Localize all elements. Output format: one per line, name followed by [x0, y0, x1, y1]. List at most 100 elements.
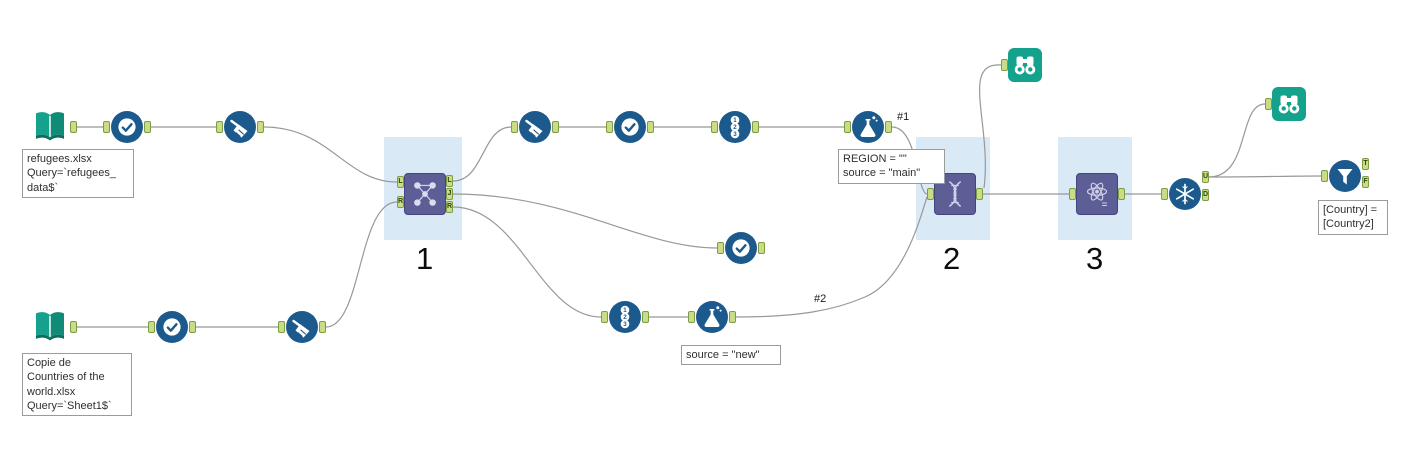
- data-cleansing-tool-1[interactable]: [223, 110, 257, 149]
- output-anchor[interactable]: [319, 321, 326, 333]
- filter-input-anchor[interactable]: [1321, 170, 1328, 182]
- check-icon: [725, 232, 757, 264]
- input-data-tool-countries[interactable]: [30, 306, 70, 346]
- binoculars-icon: [1278, 95, 1300, 114]
- broom-icon: [519, 111, 551, 143]
- input-anchor[interactable]: [216, 121, 223, 133]
- join-tool[interactable]: [404, 173, 446, 215]
- wire-label-2: #2: [814, 293, 827, 305]
- join-right-output-anchor[interactable]: R: [446, 201, 453, 213]
- wire: [452, 206, 602, 318]
- filter-true-output-anchor[interactable]: T: [1362, 158, 1369, 170]
- select-tool-middle[interactable]: [724, 231, 758, 270]
- unique-tool[interactable]: [1168, 177, 1202, 216]
- output-anchor[interactable]: [729, 311, 736, 323]
- svg-text:=: =: [1102, 199, 1108, 210]
- browse-tool-1[interactable]: [1008, 48, 1042, 82]
- check-icon: [614, 111, 646, 143]
- input-anchor[interactable]: [511, 121, 518, 133]
- output-anchor[interactable]: [1118, 188, 1125, 200]
- output-anchor[interactable]: [647, 121, 654, 133]
- data-cleansing-tool-2[interactable]: [285, 310, 319, 349]
- output-anchor[interactable]: [752, 121, 759, 133]
- filter-tool[interactable]: [1328, 159, 1362, 198]
- output-anchor[interactable]: [552, 121, 559, 133]
- output-anchor[interactable]: [885, 121, 892, 133]
- wire-label-1: #1: [897, 111, 910, 123]
- input-anchor[interactable]: [148, 321, 155, 333]
- wire: [263, 126, 398, 183]
- union-input-anchor[interactable]: [927, 188, 934, 200]
- wire: [452, 193, 718, 249]
- select-tool-2[interactable]: [155, 310, 189, 349]
- step-label-2[interactable]: 2: [943, 241, 961, 276]
- flask-icon: [696, 301, 728, 333]
- output-anchor[interactable]: [70, 321, 77, 333]
- input-anchor[interactable]: [1069, 188, 1076, 200]
- step-label-3[interactable]: 3: [1086, 241, 1104, 276]
- output-anchor[interactable]: [189, 321, 196, 333]
- input-anchor[interactable]: [606, 121, 613, 133]
- input-anchor[interactable]: [601, 311, 608, 323]
- binoculars-icon: [1014, 56, 1036, 75]
- input-anchor[interactable]: [711, 121, 718, 133]
- atom-icon: =: [1086, 182, 1108, 210]
- formula-tool-new[interactable]: [695, 300, 729, 339]
- join-left-input-anchor[interactable]: L: [397, 176, 404, 188]
- wire: [735, 196, 928, 318]
- join-left-output-anchor[interactable]: L: [446, 175, 453, 187]
- annotation-input-refugees[interactable]: refugees.xlsx Query=`refugees_ data$`: [22, 149, 134, 198]
- dna-icon: [948, 180, 962, 208]
- funnel-icon: [1329, 160, 1361, 192]
- unique-u-output-anchor[interactable]: U: [1202, 171, 1209, 183]
- wire: [1208, 175, 1322, 178]
- book-icon: [36, 312, 64, 341]
- svg-text:1: 1: [733, 117, 737, 124]
- flask-icon: [852, 111, 884, 143]
- select-tool-3[interactable]: [613, 110, 647, 149]
- output-anchor[interactable]: [758, 242, 765, 254]
- input-anchor[interactable]: [103, 121, 110, 133]
- join-right-input-anchor[interactable]: R: [397, 196, 404, 208]
- unique-d-output-anchor[interactable]: D: [1202, 189, 1209, 201]
- wire: [979, 64, 1002, 189]
- svg-text:3: 3: [733, 131, 737, 138]
- broom-icon: [224, 111, 256, 143]
- data-cleansing-tool-3[interactable]: [518, 110, 552, 149]
- annotation-filter[interactable]: [Country] = [Country2]: [1318, 200, 1388, 235]
- output-anchor[interactable]: [144, 121, 151, 133]
- formula-tool-main[interactable]: [851, 110, 885, 149]
- input-anchor[interactable]: [278, 321, 285, 333]
- select-tool-1[interactable]: [110, 110, 144, 149]
- input-anchor[interactable]: [844, 121, 851, 133]
- check-icon: [111, 111, 143, 143]
- input-anchor[interactable]: [688, 311, 695, 323]
- svg-text:2: 2: [733, 124, 737, 131]
- unique-input-anchor[interactable]: [1161, 188, 1168, 200]
- output-anchor[interactable]: [642, 311, 649, 323]
- browse-input-anchor[interactable]: [1001, 59, 1008, 71]
- wire: [325, 201, 398, 328]
- browse-input-anchor[interactable]: [1265, 98, 1272, 110]
- input-anchor[interactable]: [717, 242, 724, 254]
- numbered-circles-icon: 123: [609, 301, 641, 333]
- multi-field-formula-tool[interactable]: =: [1076, 173, 1118, 215]
- book-icon: [36, 112, 64, 141]
- join-join-output-anchor[interactable]: J: [446, 188, 453, 200]
- annotation-formula-main[interactable]: REGION = "" source = "main": [838, 149, 945, 184]
- browse-tool-2[interactable]: [1272, 87, 1306, 121]
- input-data-tool-refugees[interactable]: [30, 106, 70, 146]
- step-label-1[interactable]: 1: [416, 241, 434, 276]
- annotation-formula-new[interactable]: source = "new": [681, 345, 781, 366]
- svg-text:1: 1: [623, 307, 627, 314]
- output-anchor[interactable]: [70, 121, 77, 133]
- annotation-input-countries[interactable]: Copie de Countries of the world.xlsx Que…: [22, 353, 132, 417]
- filter-false-output-anchor[interactable]: F: [1362, 176, 1369, 188]
- output-anchor[interactable]: [257, 121, 264, 133]
- svg-text:3: 3: [623, 321, 627, 328]
- union-output-anchor[interactable]: [976, 188, 983, 200]
